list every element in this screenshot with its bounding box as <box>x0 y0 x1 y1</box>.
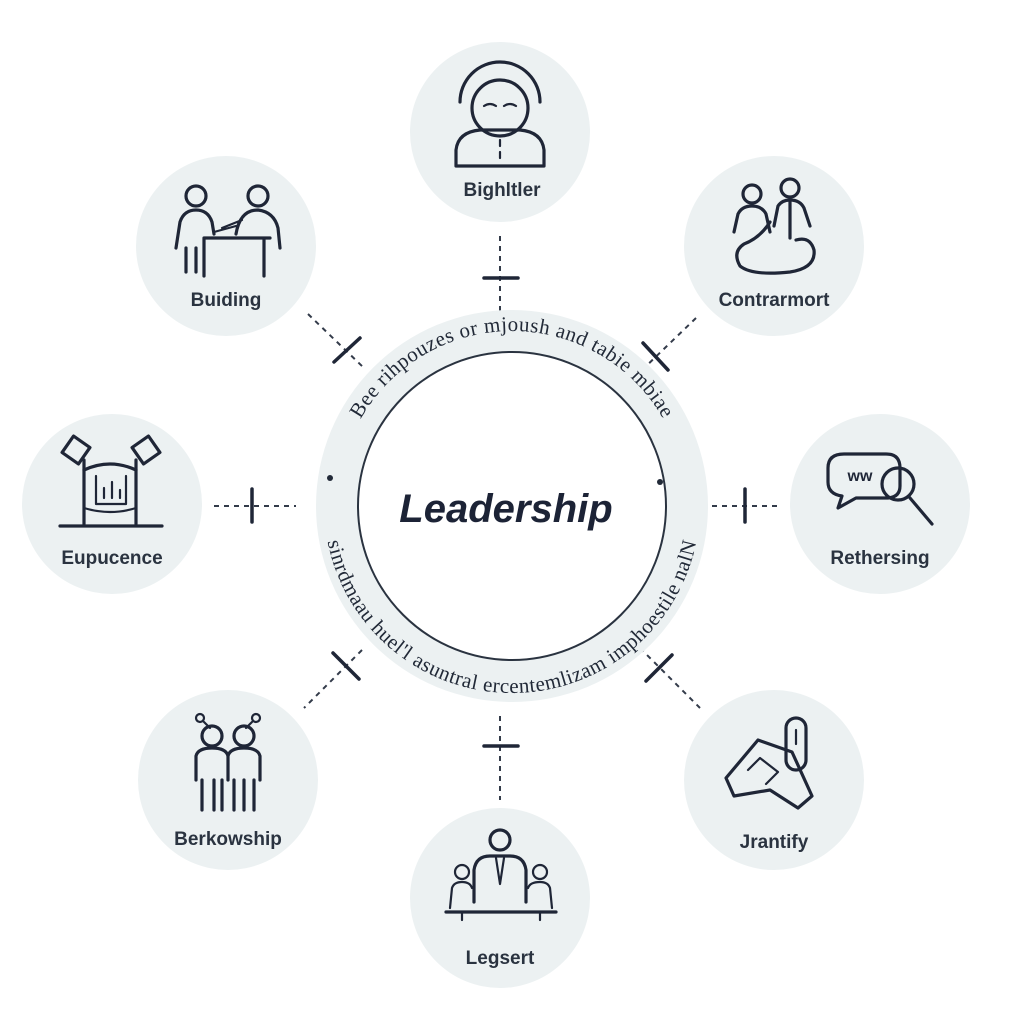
node-top-left-circle <box>136 156 316 336</box>
node-top-left-label: Buiding <box>191 290 262 311</box>
connector-tick-bottom-left <box>331 651 361 681</box>
meeting-table-icon <box>444 828 558 922</box>
connector-tick-bottom-right <box>644 653 674 683</box>
node-top-right: Contrarmort <box>684 156 864 336</box>
node-bottom-left: Berkowship <box>138 690 318 870</box>
node-bottom-right-circle <box>684 690 864 870</box>
connectors <box>214 236 782 800</box>
node-right-label: Rethersing <box>830 548 929 569</box>
node-left-label: Eupucence <box>61 548 162 569</box>
node-top-circle <box>410 42 590 222</box>
hand-tool-icon <box>724 716 814 810</box>
node-right-circle <box>790 414 970 594</box>
node-top: Bighltler <box>410 42 590 222</box>
node-top-right-label: Contrarmort <box>719 290 831 311</box>
connector-tick-top-left <box>332 336 362 364</box>
node-bottom-circle <box>410 808 590 988</box>
node-bottom-right-label: Jrantify <box>740 832 809 853</box>
node-right: ww Rethersing <box>790 414 970 594</box>
node-bottom: Legsert <box>410 808 590 988</box>
node-top-right-circle <box>684 156 864 336</box>
connector-tick-top-right <box>641 341 670 372</box>
node-left: Eupucence <box>22 414 202 594</box>
group-people-icon <box>194 712 262 812</box>
node-bottom-left-label: Berkowship <box>174 829 282 850</box>
node-top-label: Bighltler <box>463 180 541 201</box>
node-top-left: Buiding <box>136 156 316 336</box>
center-title: Leadership <box>399 487 612 531</box>
connector-top-right <box>639 317 697 373</box>
connector-bottom-right <box>639 647 701 709</box>
center-ring-dot-left <box>327 475 333 481</box>
chat-magnifier-icon: ww <box>826 452 934 526</box>
center-hub: Bee rihpouzes or mjoush and tabie mbiae … <box>316 310 708 702</box>
node-bottom-label: Legsert <box>466 948 535 969</box>
two-people-rope-icon <box>732 177 816 275</box>
connector-top-left <box>307 313 365 369</box>
connector-bottom-left <box>303 649 363 709</box>
center-ring-dot-right <box>657 479 663 485</box>
desk-people-icon <box>174 184 282 278</box>
center-inner-ring <box>357 351 667 661</box>
chat-bubble-text: ww <box>847 468 873 485</box>
gate-flags-icon <box>58 434 164 528</box>
bald-person-icon <box>454 60 546 168</box>
node-bottom-right: Jrantify <box>684 690 864 870</box>
